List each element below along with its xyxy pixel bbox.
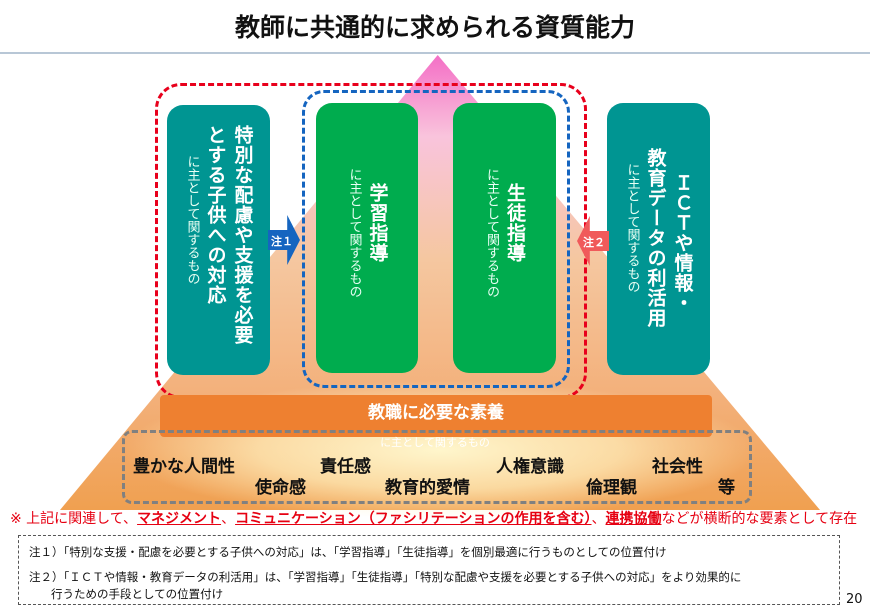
quality: 教育的愛情	[385, 478, 470, 498]
base-title: 教職に必要な素養	[368, 403, 504, 423]
pillar-sub: に主として関するもの	[346, 168, 362, 298]
pillar-learning-guidance: に主として関するもの 学習指導	[316, 103, 418, 373]
pillar-title: 生徒指導	[504, 183, 526, 263]
blue-dashed-group	[302, 90, 570, 388]
pillar-title-1: ＩＣＴや情報・	[671, 173, 694, 313]
pillar-sub: に主として関するもの	[624, 163, 640, 293]
quality: 人権意識	[496, 457, 564, 477]
note2-label: 注２	[583, 236, 605, 249]
quality: 使命感	[255, 478, 306, 498]
pillar-ict: に主として関するもの 教育データの利活用 ＩＣＴや情報・	[607, 103, 710, 375]
footnote-1: 注１）「特別な支援・配慮を必要とする子供への対応」は、「学習指導」「生徒指導」を…	[29, 545, 667, 559]
footnote-2: 注２）「ＩＣＴや情報・教育データの利活用」は、「学習指導」「生徒指導」「特別な配…	[29, 570, 742, 584]
pillar-sub: に主として関するもの	[184, 155, 200, 285]
quality: 等	[718, 478, 735, 498]
cross-cutting-note: ※ 上記に関連して、マネジメント、コミュニケーション（ファシリテーションの作用を…	[10, 508, 857, 528]
pillar-student-guidance: に主として関するもの 生徒指導	[453, 103, 556, 373]
pillar-title-2: 教育データの利活用	[644, 148, 667, 328]
title-divider	[0, 52, 870, 54]
footnote-2-cont: 行うための手段としての位置付け	[51, 587, 224, 601]
quality: 責任感	[320, 457, 371, 477]
quality: 豊かな人間性	[133, 457, 235, 477]
keyword-collaboration: 連携協働	[605, 511, 662, 527]
pillar-title-2: とする子供への対応	[204, 125, 227, 305]
pillar-sub: に主として関するもの	[484, 168, 499, 298]
pillar-title-1: 特別な配慮や支援を必要	[231, 125, 254, 345]
note-suffix: などが横断的な要素として存在	[661, 511, 858, 527]
base-sub: に主として関するもの	[380, 436, 490, 449]
separator: 、	[221, 511, 236, 527]
pillar-title: 学習指導	[366, 183, 389, 263]
quality: 社会性	[652, 457, 703, 477]
keyword-communication: コミュニケーション（ファシリテーションの作用を含む）	[235, 511, 592, 527]
note-prefix: ※ 上記に関連して、	[10, 511, 138, 527]
page-number: 20	[846, 592, 863, 607]
note1-label: 注１	[271, 235, 293, 248]
quality: 倫理観	[586, 478, 637, 498]
separator: 、	[591, 511, 606, 527]
page-title: 教師に共通的に求められる資質能力	[234, 13, 635, 42]
qualities-box	[122, 430, 752, 504]
keyword-management: マネジメント	[137, 511, 222, 527]
footnotes-box: 注１）「特別な支援・配慮を必要とする子供への対応」は、「学習指導」「生徒指導」を…	[18, 535, 840, 605]
pillar-special-needs: に主として関するもの とする子供への対応 特別な配慮や支援を必要	[167, 105, 270, 375]
